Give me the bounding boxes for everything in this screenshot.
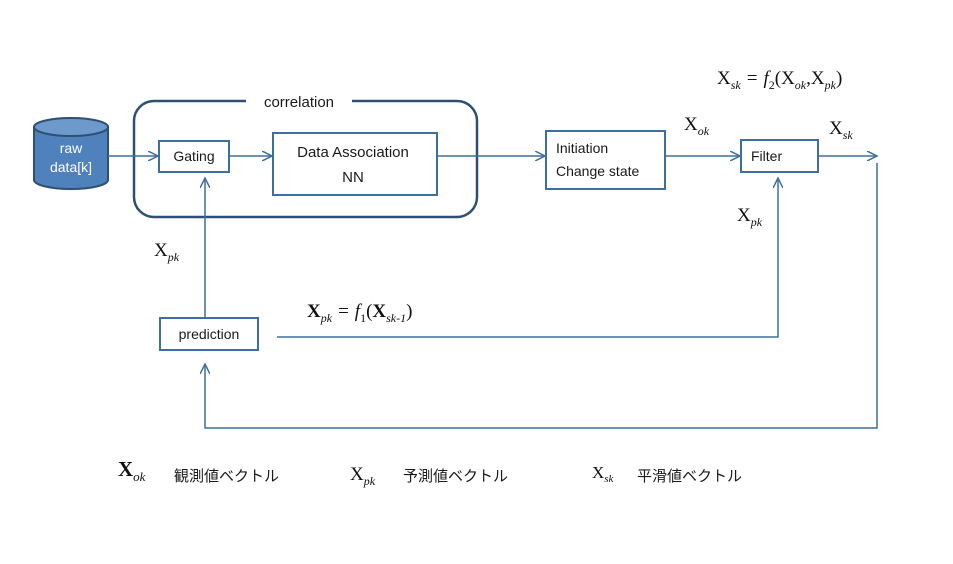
prediction-formula: Xpk=f1(Xsk-1): [307, 301, 412, 325]
xsk-label: Xsk: [829, 118, 853, 142]
data-association-label-line2: NN: [342, 169, 364, 186]
connectors: [108, 156, 878, 429]
correlation-label: correlation: [264, 94, 334, 111]
xpk-gating-label: Xpk: [154, 240, 180, 264]
gating-label: Gating: [173, 148, 214, 164]
legend-desc-xok: 観測値ベクトル: [174, 467, 279, 485]
filter-box: Filter: [740, 139, 819, 173]
raw-data-database-icon: raw data[k]: [33, 117, 109, 190]
legend-desc-xpk: 予測値ベクトル: [403, 467, 508, 485]
feedback-line-to-prediction: [205, 163, 878, 429]
initiation-label-line2: Change state: [556, 163, 639, 179]
prediction-box: prediction: [159, 317, 259, 351]
data-association-label-line1: Data Association: [297, 144, 409, 161]
legend-item-xsk: Xsk 平滑値ベクトル: [592, 463, 742, 485]
raw-data-label-line2: data[k]: [50, 159, 92, 175]
arrow-prediction-to-filter: [277, 178, 778, 338]
legend-desc-xsk: 平滑値ベクトル: [637, 467, 742, 485]
initiation-label-line1: Initiation: [556, 140, 608, 156]
legend: Xok 観測値ベクトル Xpk 予測値ベクトル Xsk 平滑値ベクトル: [118, 457, 742, 488]
initiation-box: Initiation Change state: [545, 130, 666, 190]
data-association-box: Data Association NN: [272, 132, 438, 196]
legend-item-xpk: Xpk 予測値ベクトル: [350, 464, 508, 488]
legend-symbol-xok: Xok: [118, 457, 146, 484]
prediction-label: prediction: [179, 326, 240, 342]
legend-symbol-xpk: Xpk: [350, 464, 376, 488]
smoothing-formula: Xsk=f2(Xok,Xpk): [717, 68, 842, 92]
legend-item-xok: Xok 観測値ベクトル: [118, 457, 279, 485]
xok-label: Xok: [684, 114, 710, 138]
correlation-group: correlation: [132, 92, 479, 219]
raw-data-label-line1: raw: [60, 140, 83, 156]
gating-box: Gating: [158, 140, 230, 173]
xpk-filter-label: Xpk: [737, 205, 763, 229]
legend-symbol-xsk: Xsk: [592, 463, 615, 485]
filter-label: Filter: [751, 148, 782, 164]
